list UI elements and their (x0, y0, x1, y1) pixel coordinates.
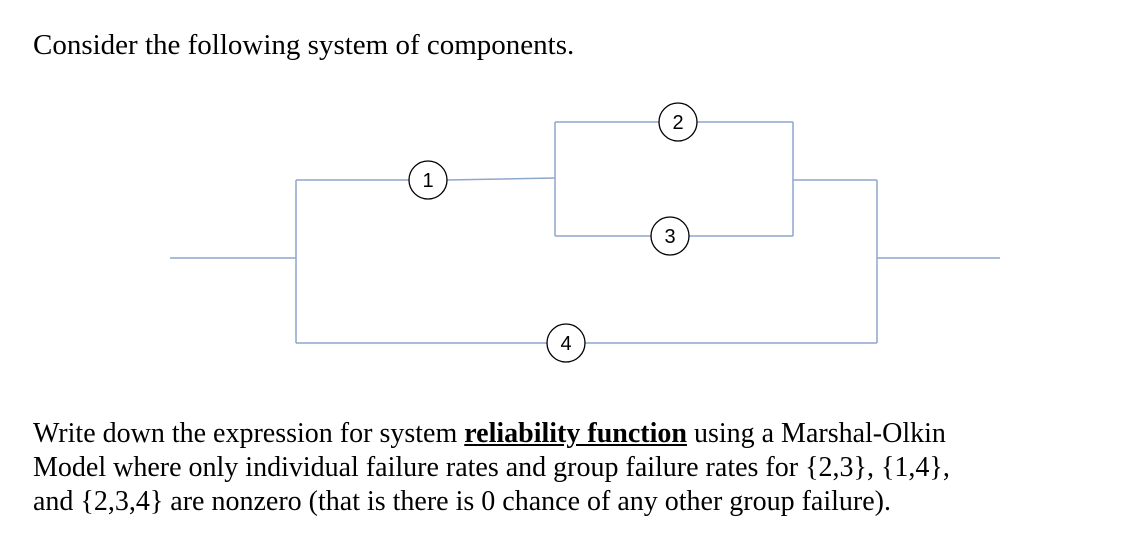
question-intro: Consider the following system of compone… (33, 29, 575, 61)
question-line-1: Write down the expression for system rel… (33, 417, 1103, 451)
question-body: Write down the expression for system rel… (33, 417, 1103, 519)
question-line-3: and {2,3,4} are nonzero (that is there i… (33, 486, 891, 517)
component-3-label: 3 (664, 226, 675, 248)
component-2: 2 (658, 102, 698, 142)
wire-1-to-inner (446, 177, 556, 181)
component-3: 3 (650, 216, 690, 256)
wires (170, 121, 1000, 344)
component-2-label: 2 (672, 112, 683, 134)
component-1: 1 (408, 160, 448, 200)
question-line-1-after: using a Marshal-Olkin (686, 418, 946, 449)
question-line-2: Model where only individual failure rate… (33, 452, 950, 483)
component-4-label: 4 (560, 333, 571, 355)
reliability-function-emphasis: reliability function (464, 418, 687, 449)
component-1-label: 1 (422, 170, 433, 192)
question-line-1-before: Write down the expression for system (33, 418, 465, 449)
component-4: 4 (546, 323, 586, 363)
